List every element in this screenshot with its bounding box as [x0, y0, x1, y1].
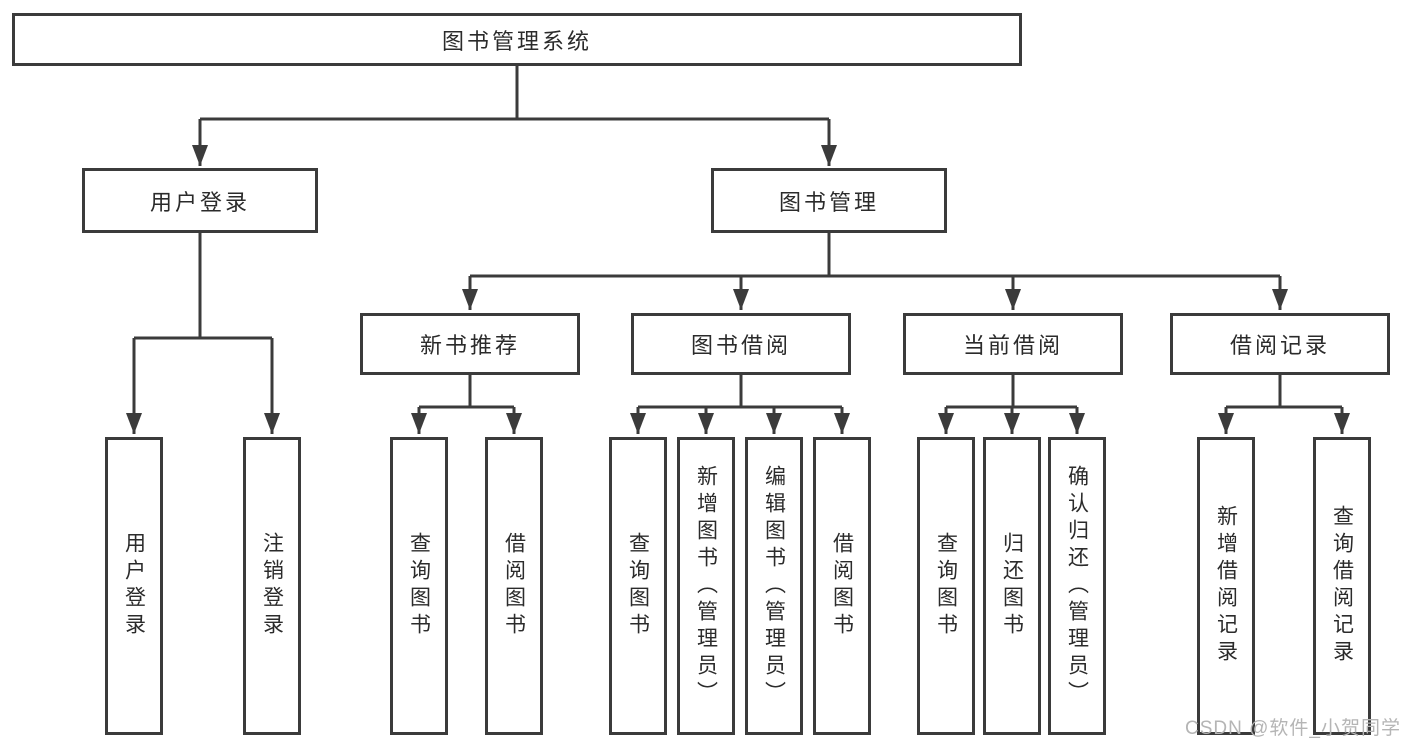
leaf-user-login-label: 用户登录: [122, 532, 146, 640]
node-book-borrow-label: 图书借阅: [690, 333, 791, 358]
leaf-borrow-query-books: 查询图书: [609, 437, 667, 735]
leaf-borrow-edit-books: 编辑图书（管理员）: [745, 437, 803, 735]
leaf-newrec-borrow-books: 借阅图书: [485, 437, 543, 735]
node-new-book-rec-label: 新书推荐: [419, 333, 520, 358]
node-root-label: 图书管理系统: [441, 28, 592, 54]
node-user-login-label: 用户登录: [149, 189, 250, 215]
leaf-logout-label: 注销登录: [260, 532, 284, 640]
node-new-book-rec: 新书推荐: [360, 313, 580, 375]
node-book-mgmt-label: 图书管理: [778, 189, 879, 215]
node-current-borrow: 当前借阅: [903, 313, 1123, 375]
connector-bookmgmt-to-level3: [462, 233, 1288, 310]
leaf-borrow-borrow-books: 借阅图书: [813, 437, 871, 735]
leaf-borrow-add-books: 新增图书（管理员）: [677, 437, 735, 735]
leaf-current-return-books: 归还图书: [983, 437, 1041, 735]
node-root: 图书管理系统: [12, 13, 1022, 66]
leaf-current-query-books-label: 查询图书: [934, 532, 958, 640]
leaf-logout: 注销登录: [243, 437, 301, 735]
node-current-borrow-label: 当前借阅: [962, 333, 1063, 358]
node-user-login: 用户登录: [82, 168, 318, 233]
connector-borrowrecord-to-leaves: [1218, 375, 1350, 434]
leaf-records-query-record: 查询借阅记录: [1313, 437, 1371, 735]
connector-currentborrow-to-leaves: [938, 375, 1085, 434]
leaf-records-add-record-label: 新增借阅记录: [1214, 505, 1238, 667]
leaf-user-login: 用户登录: [105, 437, 163, 735]
leaf-borrow-add-books-label: 新增图书（管理员）: [694, 464, 718, 708]
leaf-records-add-record: 新增借阅记录: [1197, 437, 1255, 735]
node-book-mgmt: 图书管理: [711, 168, 947, 233]
leaf-current-query-books: 查询图书: [917, 437, 975, 735]
node-borrow-records: 借阅记录: [1170, 313, 1390, 375]
leaf-current-confirm-return: 确认归还（管理员）: [1048, 437, 1106, 735]
leaf-newrec-query-books: 查询图书: [390, 437, 448, 735]
leaf-borrow-borrow-books-label: 借阅图书: [830, 532, 854, 640]
leaf-borrow-edit-books-label: 编辑图书（管理员）: [762, 464, 786, 708]
connector-userlogin-to-leaves: [126, 233, 280, 434]
leaf-records-query-record-label: 查询借阅记录: [1330, 505, 1354, 667]
watermark: CSDN @软件_小贺同学: [1185, 718, 1401, 739]
connector-bookborrow-to-leaves: [630, 375, 850, 434]
leaf-borrow-query-books-label: 查询图书: [626, 532, 650, 640]
connector-root-to-level2: [192, 66, 837, 166]
leaf-newrec-query-books-label: 查询图书: [407, 532, 431, 640]
node-book-borrow: 图书借阅: [631, 313, 851, 375]
leaf-current-return-books-label: 归还图书: [1000, 532, 1024, 640]
leaf-newrec-borrow-books-label: 借阅图书: [502, 532, 526, 640]
connector-newbook-to-leaves: [411, 375, 522, 434]
node-borrow-records-label: 借阅记录: [1229, 333, 1330, 358]
leaf-current-confirm-return-label: 确认归还（管理员）: [1065, 464, 1089, 708]
